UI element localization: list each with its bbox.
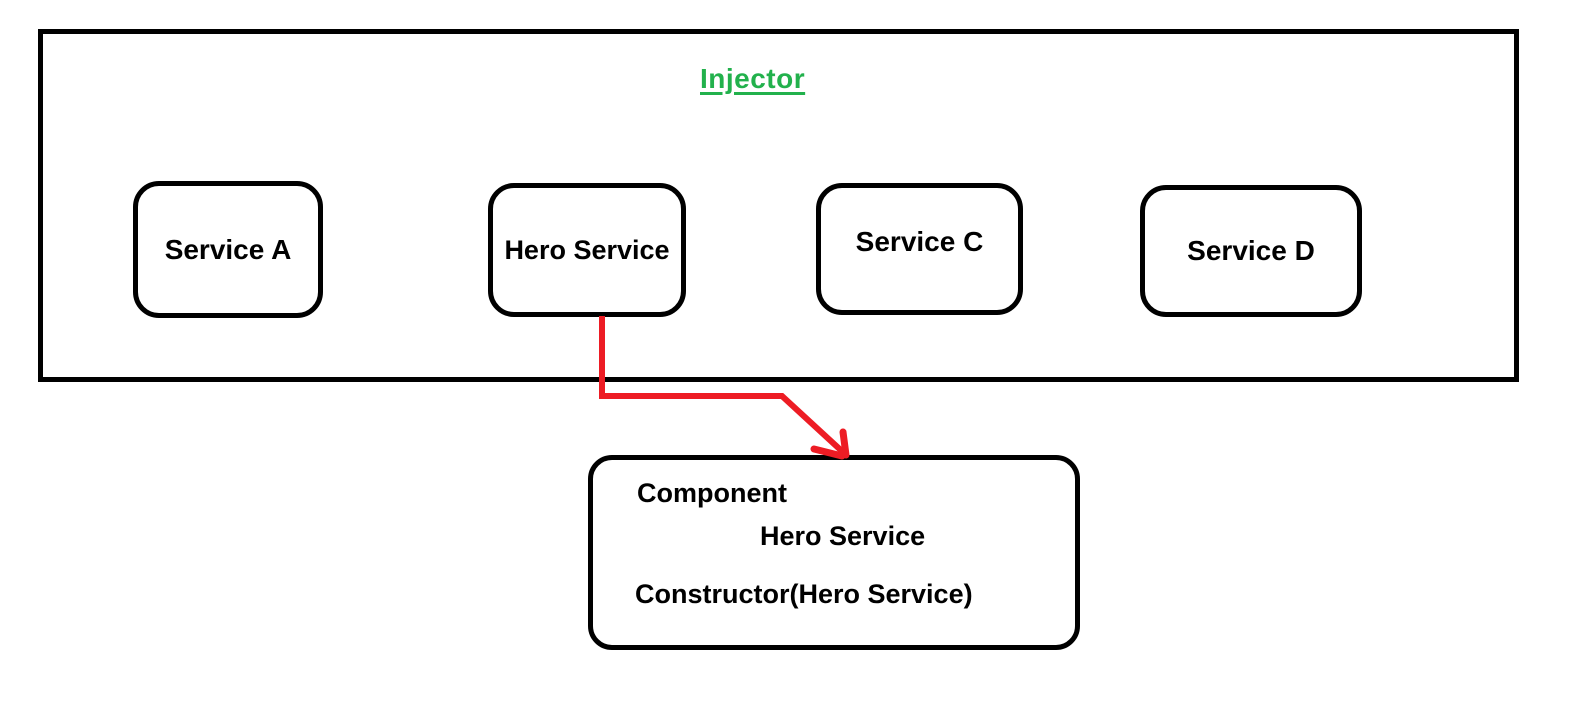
service-a-box: Service A bbox=[133, 181, 323, 318]
component-constructor-label: Constructor(Hero Service) bbox=[635, 579, 973, 609]
service-d-box: Service D bbox=[1140, 185, 1362, 317]
service-a-label: Service A bbox=[164, 233, 292, 265]
hero-service-label: Hero Service bbox=[504, 234, 670, 265]
service-c-label: Service C bbox=[855, 226, 984, 257]
service-c-box: Service C bbox=[816, 183, 1023, 315]
component-title: Component bbox=[637, 478, 787, 508]
component-hero-service-label: Hero Service bbox=[760, 521, 926, 551]
arrowhead-top-barb bbox=[839, 428, 850, 459]
hero-service-box: Hero Service bbox=[488, 183, 686, 317]
component-box: Component Hero Service Constructor(Hero … bbox=[588, 455, 1080, 650]
service-d-label: Service D bbox=[1187, 235, 1315, 266]
injector-title: Injector bbox=[700, 63, 806, 94]
